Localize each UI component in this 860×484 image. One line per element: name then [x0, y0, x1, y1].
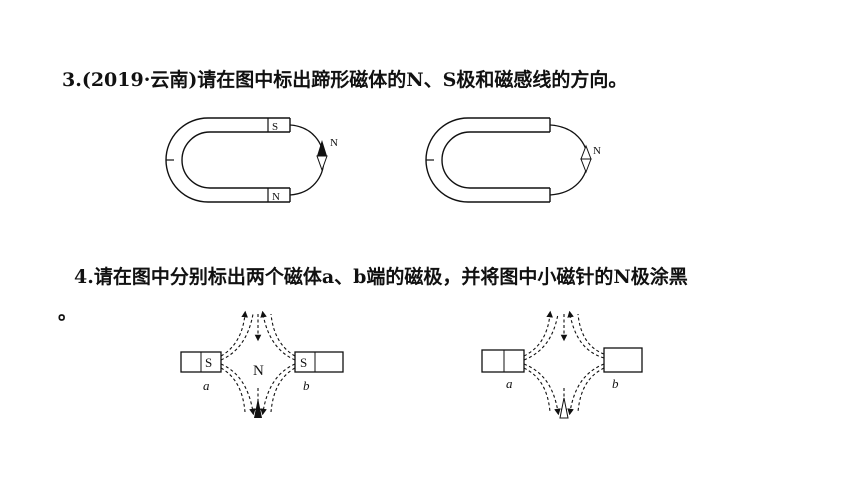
needle-label: N — [593, 145, 601, 157]
horseshoe-inner — [181, 131, 290, 189]
compass-needle — [559, 397, 569, 419]
end-label-a: a — [506, 376, 513, 391]
center-label: N — [253, 363, 264, 379]
horseshoe-magnet-figure-right: N — [425, 117, 601, 203]
magnet-b — [603, 347, 643, 373]
magnet-a — [481, 349, 525, 373]
needle-label: N — [330, 137, 338, 149]
end-label-a: a — [203, 378, 210, 393]
magnet-b — [294, 351, 344, 373]
bar-magnets-figure-right: a b — [481, 310, 643, 419]
bottom-pole-label: N — [272, 191, 280, 203]
question-4-text: 4.请在图中分别标出两个磁体a、b端的磁极，并将图中小磁针的N极涂黑 — [74, 266, 688, 288]
horseshoe-magnet-figure-left: S N N — [165, 117, 338, 203]
question-3-text: 3.(2019·云南)请在图中标出蹄形磁体的N、S极和磁感线的方向。 — [62, 69, 628, 91]
compass-needle — [317, 140, 327, 156]
compass-needle — [254, 398, 262, 418]
bar-magnets-figure-left: S S N a b — [180, 310, 344, 418]
question-4-continuation: 。 — [58, 302, 78, 324]
left-pole-label: S — [205, 355, 212, 370]
compass-needle — [580, 144, 592, 160]
end-label-b: b — [612, 376, 619, 391]
top-pole-label: S — [272, 121, 278, 133]
right-pole-label: S — [300, 355, 307, 370]
end-label-b: b — [303, 378, 310, 393]
